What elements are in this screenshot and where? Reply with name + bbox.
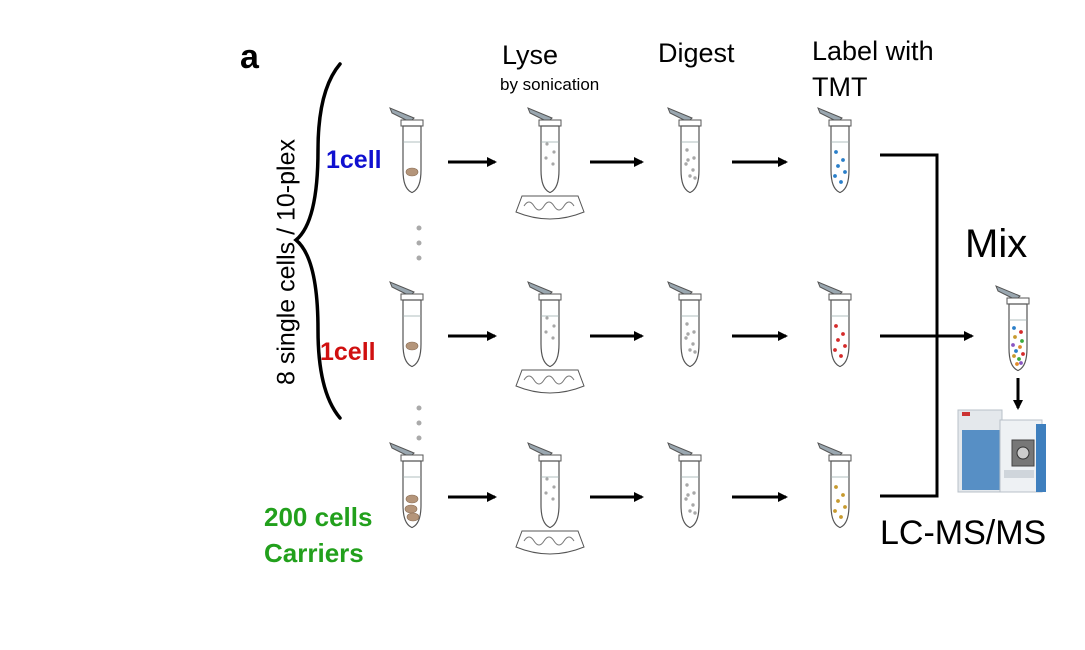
step-digest-label: Digest [658,38,735,68]
tube-row2-lysed [515,281,585,394]
step-lyse-label: Lyse [502,40,559,70]
instrument-label: LC-MS/MS [880,514,1047,552]
row1-label: 1cell [326,146,382,174]
step-lyse-sublabel: by sonication [500,75,600,94]
tube-row1-labeled [817,107,852,194]
tube-row1-digested [667,107,702,194]
step-label-tmt-line1: Label with [812,36,934,66]
mass-spectrometer [957,409,1046,493]
tube-row3-cells [389,442,424,529]
tube-row3-lysed [515,442,585,555]
sample-bracket [293,62,342,420]
step-label-tmt-line2: TMT [812,72,868,102]
tube-row2-labeled [817,281,852,368]
mix-label: Mix [965,222,1028,266]
mix-connector [880,153,939,498]
tube-row3-labeled [817,442,852,529]
panel-label: a [240,38,259,76]
tube-mixed [995,285,1030,372]
bracket-label: 8 single cells / 10-plex [272,139,301,385]
row2-label: 1cell [320,338,376,366]
ellipsis-dots-lower [416,405,422,441]
ellipsis-dots-upper [416,225,422,261]
row3-label-line2: Carriers [264,538,364,568]
row3-label-line1: 200 cells [264,502,373,532]
tube-row2-digested [667,281,702,368]
tube-row2-cells [389,281,424,368]
tube-row1-cells [389,107,424,194]
tube-row1-lysed [515,107,585,220]
tube-row3-digested [667,442,702,529]
